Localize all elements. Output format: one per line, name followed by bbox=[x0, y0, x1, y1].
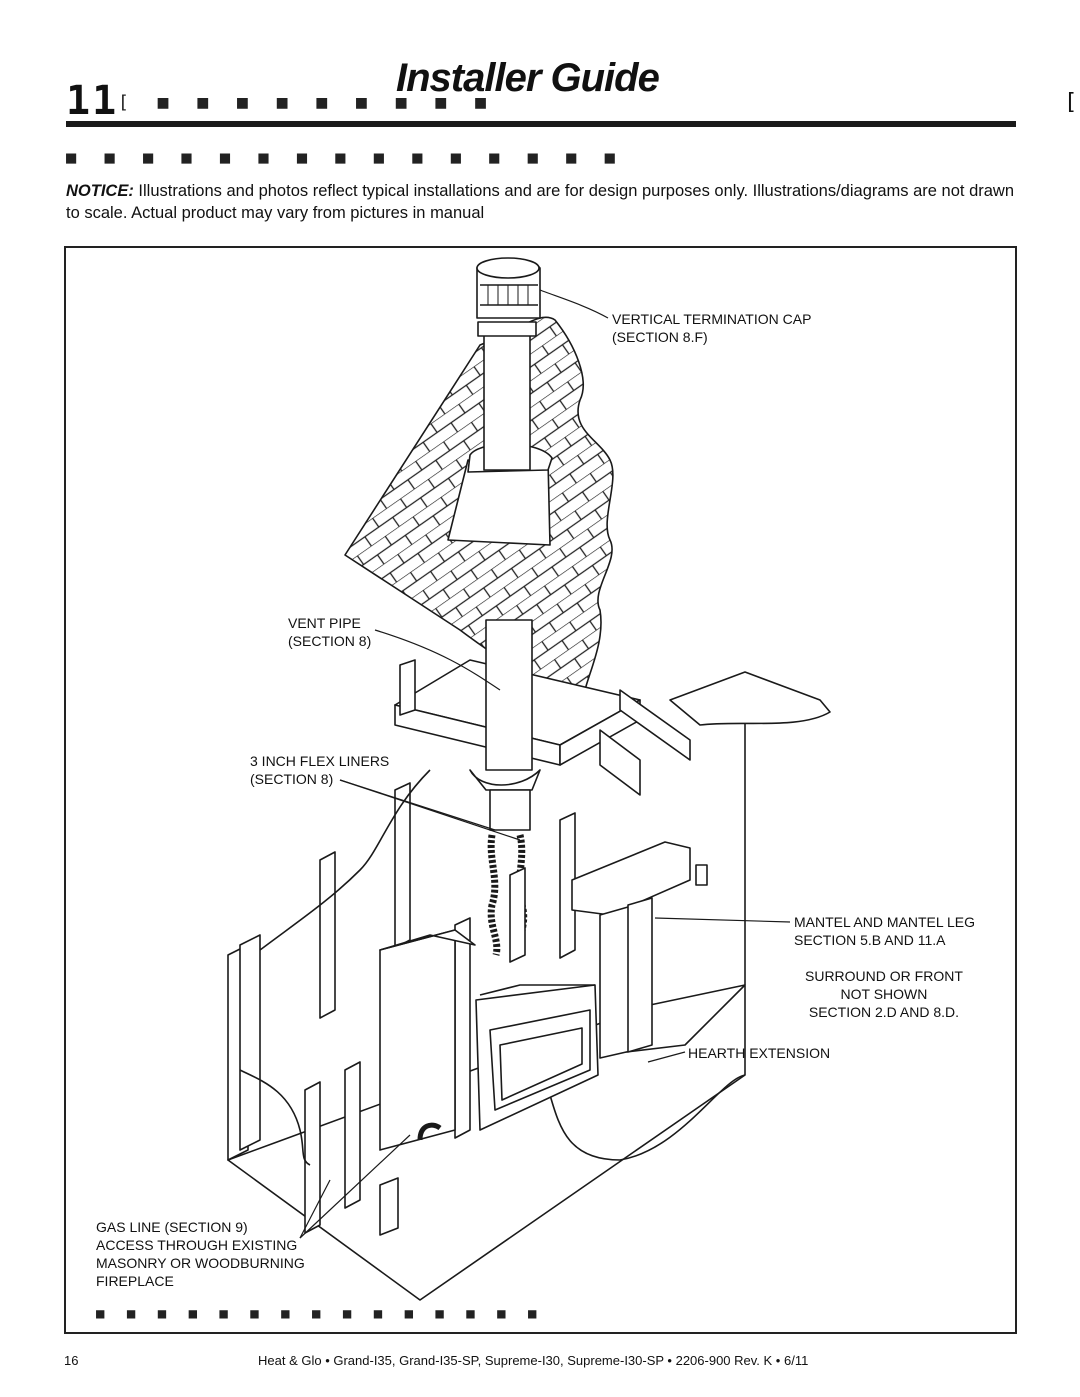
mantel bbox=[571, 841, 691, 916]
page-title: Installer Guide bbox=[396, 56, 660, 100]
page-number: 16 bbox=[64, 1353, 79, 1368]
vent-pipe-upper bbox=[483, 329, 531, 471]
figure-frame bbox=[64, 246, 1017, 1334]
label-gas-line: GAS LINE (SECTION 9) ACCESS THROUGH EXIS… bbox=[96, 1219, 305, 1289]
notice-label: NOTICE: bbox=[66, 182, 134, 200]
subheading: ■ ■ ■ ■ ■ ■ ■ ■ ■ ■ ■ ■ ■ ■ ■ bbox=[66, 148, 624, 168]
figure-caption: ■ ■ ■ ■ ■ ■ ■ ■ ■ ■ ■ ■ ■ ■ ■ bbox=[96, 1306, 544, 1322]
label-mantel: MANTEL AND MANTEL LEG SECTION 5.B AND 11… bbox=[794, 914, 976, 948]
footer-text: Heat & Glo • Grand-I35, Grand-I35-SP, Su… bbox=[258, 1353, 809, 1368]
label-hearth: HEARTH EXTENSION bbox=[688, 1045, 831, 1061]
mantel-shelf bbox=[669, 671, 831, 726]
notice-paragraph: NOTICE: Illustrations and photos reflect… bbox=[66, 180, 1021, 224]
label-surround: SURROUND OR FRONT NOT SHOWN SECTION 2.D … bbox=[805, 968, 963, 1020]
notice-text: Illustrations and photos reflect typical… bbox=[66, 182, 1015, 222]
label-vent-pipe: VENT PIPE (SECTION 8) bbox=[288, 615, 372, 649]
label-flex-liners: 3 INCH FLEX LINERS (SECTION 8) bbox=[250, 753, 390, 787]
section-title: [ ■ ■ ■ ■ ■ ■ ■ ■ ■ bbox=[118, 92, 495, 113]
vent-pipe-lower bbox=[485, 619, 533, 771]
section-number: 11 bbox=[66, 78, 119, 124]
header-marker: [ bbox=[1064, 90, 1078, 115]
label-termination-cap: VERTICAL TERMINATION CAP (SECTION 8.F) bbox=[612, 311, 812, 345]
header-rule bbox=[66, 121, 1016, 127]
